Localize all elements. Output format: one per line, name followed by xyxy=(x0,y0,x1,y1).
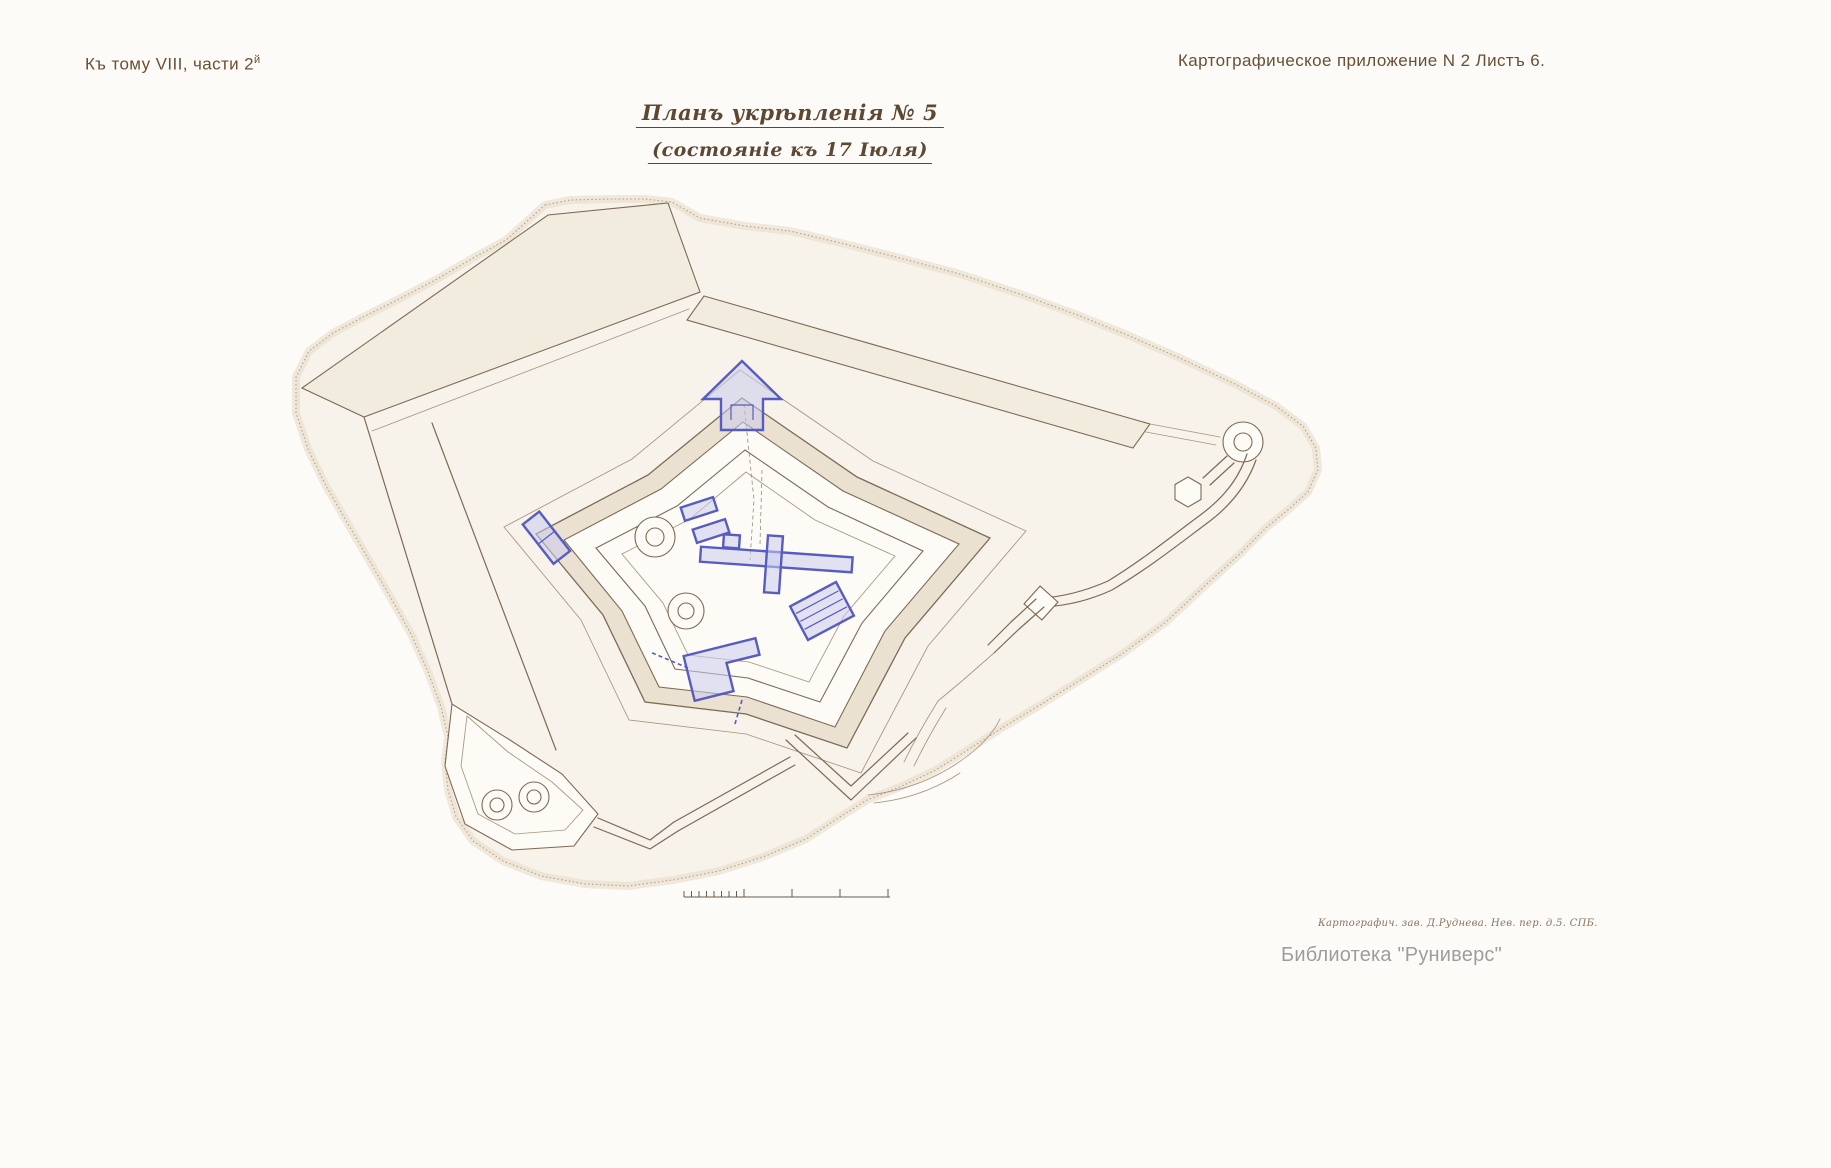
band-connector-1 xyxy=(1149,423,1221,438)
covered-way-band xyxy=(686,295,1221,449)
scale-bar-minor-ticks xyxy=(683,891,737,897)
south-ravelin xyxy=(785,718,1001,804)
magazine-block-2 xyxy=(691,517,731,545)
left-escarp-line-1 xyxy=(363,416,453,705)
small-square-bastion-shape xyxy=(1023,585,1059,621)
right-approach-line xyxy=(937,652,995,702)
band-connector-2 xyxy=(1145,431,1217,446)
magazine-block-1 xyxy=(679,495,719,523)
plateau-outline xyxy=(300,202,701,418)
library-watermark: Библиотека "Руниверс" xyxy=(1281,944,1502,966)
round-tower-inner xyxy=(1233,432,1253,452)
ravelin-outer xyxy=(785,737,917,801)
tower-link-wall-1 xyxy=(1202,455,1228,479)
sw-bastion-outer xyxy=(444,703,599,851)
right-wall-lower-2 xyxy=(987,598,1037,646)
central-barracks-cross-wing xyxy=(762,534,785,595)
right-flank-works xyxy=(903,421,1264,767)
construction-dash-2 xyxy=(759,469,763,546)
ravelin-inner xyxy=(794,732,909,787)
central-barracks-annex xyxy=(721,533,742,550)
north-caponier-detail xyxy=(730,404,754,420)
sw-long-wall-1 xyxy=(673,756,791,823)
fort-glacis-crest xyxy=(503,369,1027,774)
band-outline xyxy=(686,295,1151,449)
north-caponier-arrow xyxy=(700,359,784,432)
southeast-barracks-shape xyxy=(788,580,856,642)
northwest-plateau xyxy=(300,202,701,751)
pentagonal-fort xyxy=(503,369,1027,774)
right-wall-outer xyxy=(1043,459,1257,608)
left-escarp-line-2 xyxy=(431,422,557,751)
appendix-note-text: Картографическое приложение N 2 Листъ 6. xyxy=(1178,51,1546,70)
cartographer-credit: Картографич. зав. Д.Руднева. Нев. пер. д… xyxy=(1318,918,1598,929)
hex-bastion xyxy=(1174,476,1202,508)
sw-bastion-inner xyxy=(460,715,584,835)
appendix-note: Картографическое приложение N 2 Листъ 6. xyxy=(1178,51,1545,71)
west-redoubt xyxy=(521,509,572,566)
southwest-lunette-shape xyxy=(682,636,761,703)
sw-wall-2 xyxy=(593,826,679,850)
interior-tower-nw-inner xyxy=(645,527,665,547)
small-square-bastion xyxy=(1023,585,1059,621)
magazine-block-2-shape xyxy=(691,517,731,545)
right-road-arc-2 xyxy=(913,707,947,767)
tower-link-wall-2 xyxy=(1209,462,1235,486)
sw-long-wall-2 xyxy=(677,764,796,832)
fort-parapet xyxy=(595,449,924,703)
west-redoubt-divider xyxy=(537,530,556,545)
right-wall-lower-1 xyxy=(993,606,1045,654)
volume-note-superscript: й xyxy=(254,54,261,66)
plan-title-line1: Планъ укрѣпленія № 5 xyxy=(635,100,945,128)
plan-title: Планъ укрѣпленія № 5 (состояніе къ 17 Ію… xyxy=(635,100,945,164)
volume-note-text: Къ тому VIII, части 2 xyxy=(85,54,255,74)
sw-wall-1 xyxy=(597,817,675,841)
scale-bar-major-ticks xyxy=(743,889,889,897)
volume-note: Къ тому VIII, части 2й xyxy=(85,54,261,75)
terrain-slope-shading xyxy=(292,195,1323,891)
sw-tower-2-inner xyxy=(526,789,542,805)
blue-structures xyxy=(521,359,856,725)
right-road-arc-1 xyxy=(903,700,939,763)
scale-bar xyxy=(683,889,890,898)
southwest-lunette xyxy=(682,636,761,703)
southeast-barracks xyxy=(788,580,856,642)
interior-tower-sw-inner xyxy=(677,602,695,620)
plan-title-line2: (состояніе къ 17 Іюля) xyxy=(648,139,932,164)
central-barracks xyxy=(698,533,854,595)
road-curve-2 xyxy=(873,772,961,804)
sw-tower-1-inner xyxy=(489,797,505,813)
magazine-block-1-shape xyxy=(679,495,719,523)
plateau-inner-line xyxy=(371,308,690,432)
southwest-bastion xyxy=(444,703,796,851)
construction-dash-1 xyxy=(743,403,755,561)
right-wall-inner xyxy=(1040,453,1248,599)
southeast-barracks-hatch xyxy=(795,590,848,630)
road-curve-1 xyxy=(867,718,1001,796)
